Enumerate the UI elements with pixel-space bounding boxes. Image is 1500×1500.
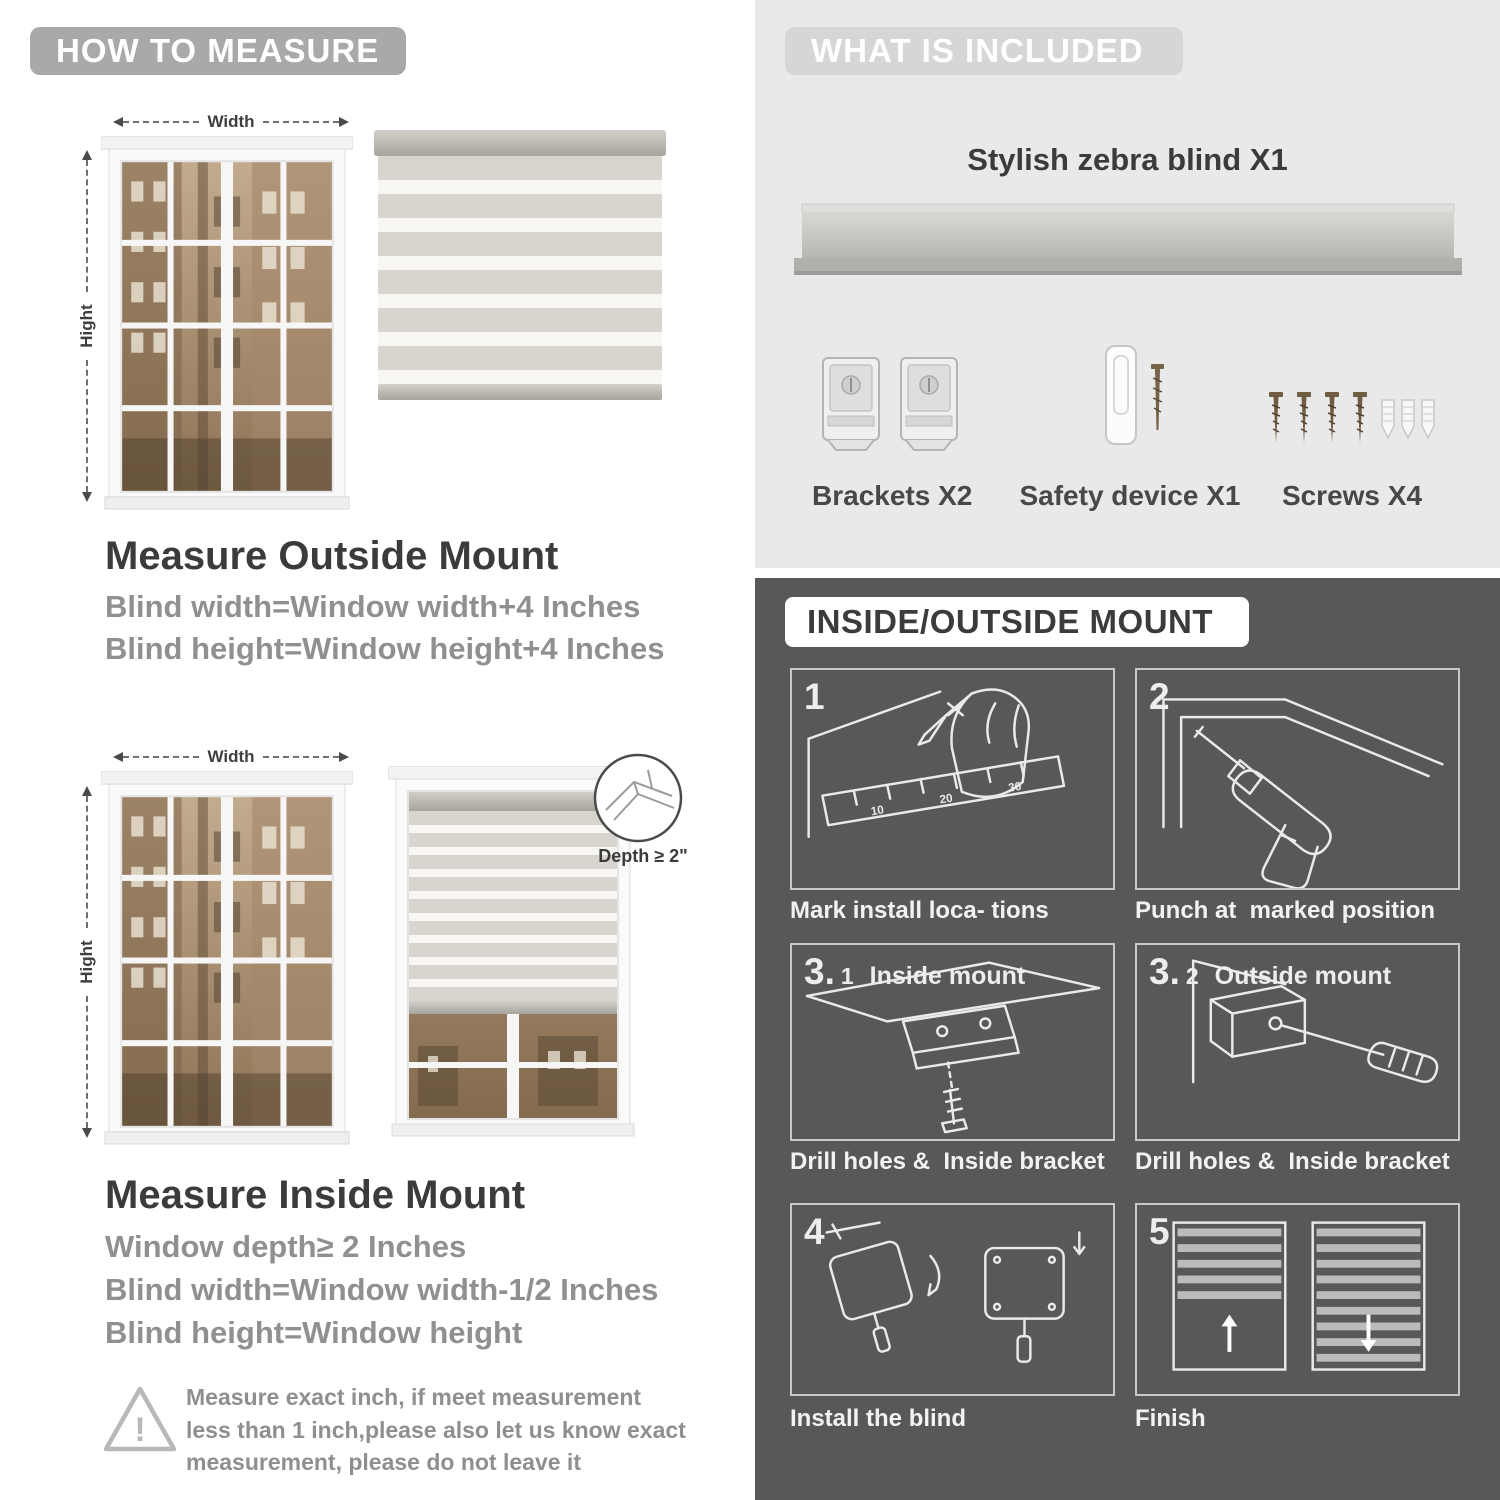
step-number: 5 [1149, 1211, 1170, 1252]
how-to-measure-label: HOW TO MEASURE [56, 32, 380, 69]
step-caption-4: Install the blind [790, 1405, 967, 1432]
ruler-number: 10 [870, 803, 885, 818]
inside-mount-title: Measure Inside Mount [105, 1173, 526, 1217]
svg-text:!: ! [134, 1411, 145, 1449]
step-caption-5: Finish [1135, 1405, 1206, 1432]
arrow-left-icon [113, 117, 123, 127]
arrow-left-icon [113, 752, 123, 762]
safety-device-icon [1105, 345, 1164, 445]
step-sub-label: Inside mount [869, 962, 1026, 990]
bracket-icon [900, 357, 958, 451]
mount-instructions-panel: INSIDE/OUTSIDE MOUNT 1 [755, 578, 1500, 1500]
inside-bracket-illustration [805, 961, 1101, 1134]
inside-mount-line2: Blind width=Window width-1/2 Inches [105, 1272, 659, 1307]
step-caption-1: Mark install loca- tions [790, 897, 1049, 924]
step-number: 2 [1149, 676, 1170, 717]
mark-locations-illustration: 10 20 30 [807, 688, 1066, 839]
ruler-number: 20 [939, 792, 954, 807]
mount-header-label: INSIDE/OUTSIDE MOUNT [807, 603, 1214, 640]
arrow-right-icon [339, 752, 349, 762]
step-number: 1 [804, 676, 825, 717]
warning-triangle-icon: ! [103, 1386, 177, 1452]
drill-illustration [1162, 698, 1444, 888]
width-dimension: Width [113, 747, 349, 767]
height-label: Hight [77, 304, 96, 348]
arrow-right-icon [339, 117, 349, 127]
step-sub-label: Outside mount [1214, 962, 1392, 990]
inside-mount-line1: Window depth≥ 2 Inches [105, 1229, 467, 1264]
headrail-image [794, 203, 1462, 275]
inside-mount-line3: Blind height=Window height [105, 1315, 523, 1350]
mount-header: INSIDE/OUTSIDE MOUNT [785, 597, 1249, 647]
zebra-blind-illustration [374, 130, 666, 400]
inside-mount-blind-illustration [388, 766, 638, 1137]
outside-mount-line1: Blind width=Window width+4 Inches [105, 589, 641, 624]
step-caption-3-2: Drill holes & Inside bracket [1135, 1148, 1450, 1175]
width-label: Width [207, 112, 255, 131]
width-dimension: Width [113, 112, 349, 132]
safety-device-label: Safety device X1 [1019, 480, 1241, 511]
height-dimension: Hight [76, 786, 98, 1138]
arrow-up-icon [82, 786, 92, 796]
depth-label: Depth ≥ 2" [598, 846, 688, 866]
step-caption-3-1: Drill holes & Inside bracket [790, 1148, 1105, 1175]
blind-item-label: Stylish zebra blind X1 [967, 142, 1288, 177]
depth-detail-circle [593, 753, 683, 843]
arrow-down-icon [82, 1128, 92, 1138]
step-number: 3. [804, 951, 835, 992]
step-panel-3-2: 3. 2 Outside mount [1135, 943, 1460, 1141]
step-panel-3-1: 3. 1 Inside mount [790, 943, 1115, 1141]
ruler-number: 30 [1007, 780, 1022, 795]
what-is-included-panel: WHAT IS INCLUDED Stylish zebra blind X1 [755, 0, 1500, 568]
screws-icon [1268, 391, 1435, 444]
width-label: Width [207, 747, 255, 766]
arrow-down-icon [82, 492, 92, 502]
arrow-up-icon [82, 150, 92, 160]
brackets-label: Brackets X2 [812, 480, 973, 511]
how-to-measure-header: HOW TO MEASURE [30, 27, 406, 75]
bracket-icon [822, 357, 880, 451]
outside-bracket-illustration [1191, 959, 1439, 1084]
window-illustration [101, 771, 353, 1145]
step-panel-5: 5 [1135, 1203, 1460, 1396]
step-panel-1: 1 10 20 30 [790, 668, 1115, 890]
height-label: Hight [77, 940, 96, 984]
screws-label: Screws X4 [1281, 480, 1423, 511]
step-number: 4 [804, 1211, 825, 1252]
what-is-included-header: WHAT IS INCLUDED [785, 27, 1183, 75]
what-is-included-label: WHAT IS INCLUDED [811, 32, 1144, 69]
step-panel-2: 2 [1135, 668, 1460, 890]
step-panel-4: 4 [790, 1203, 1115, 1396]
outside-mount-line2: Blind height=Window height+4 Inches [105, 631, 665, 666]
install-blind-illustration [825, 1221, 1086, 1363]
step-number: 3. [1149, 951, 1180, 992]
finish-illustration [1172, 1221, 1426, 1371]
window-illustration [101, 136, 353, 510]
measurement-note: Measure exact inch, if meet measurement … [186, 1384, 686, 1476]
step-caption-2: Punch at marked position [1135, 897, 1436, 924]
height-dimension: Hight [76, 150, 98, 502]
outside-mount-title: Measure Outside Mount [105, 534, 559, 578]
